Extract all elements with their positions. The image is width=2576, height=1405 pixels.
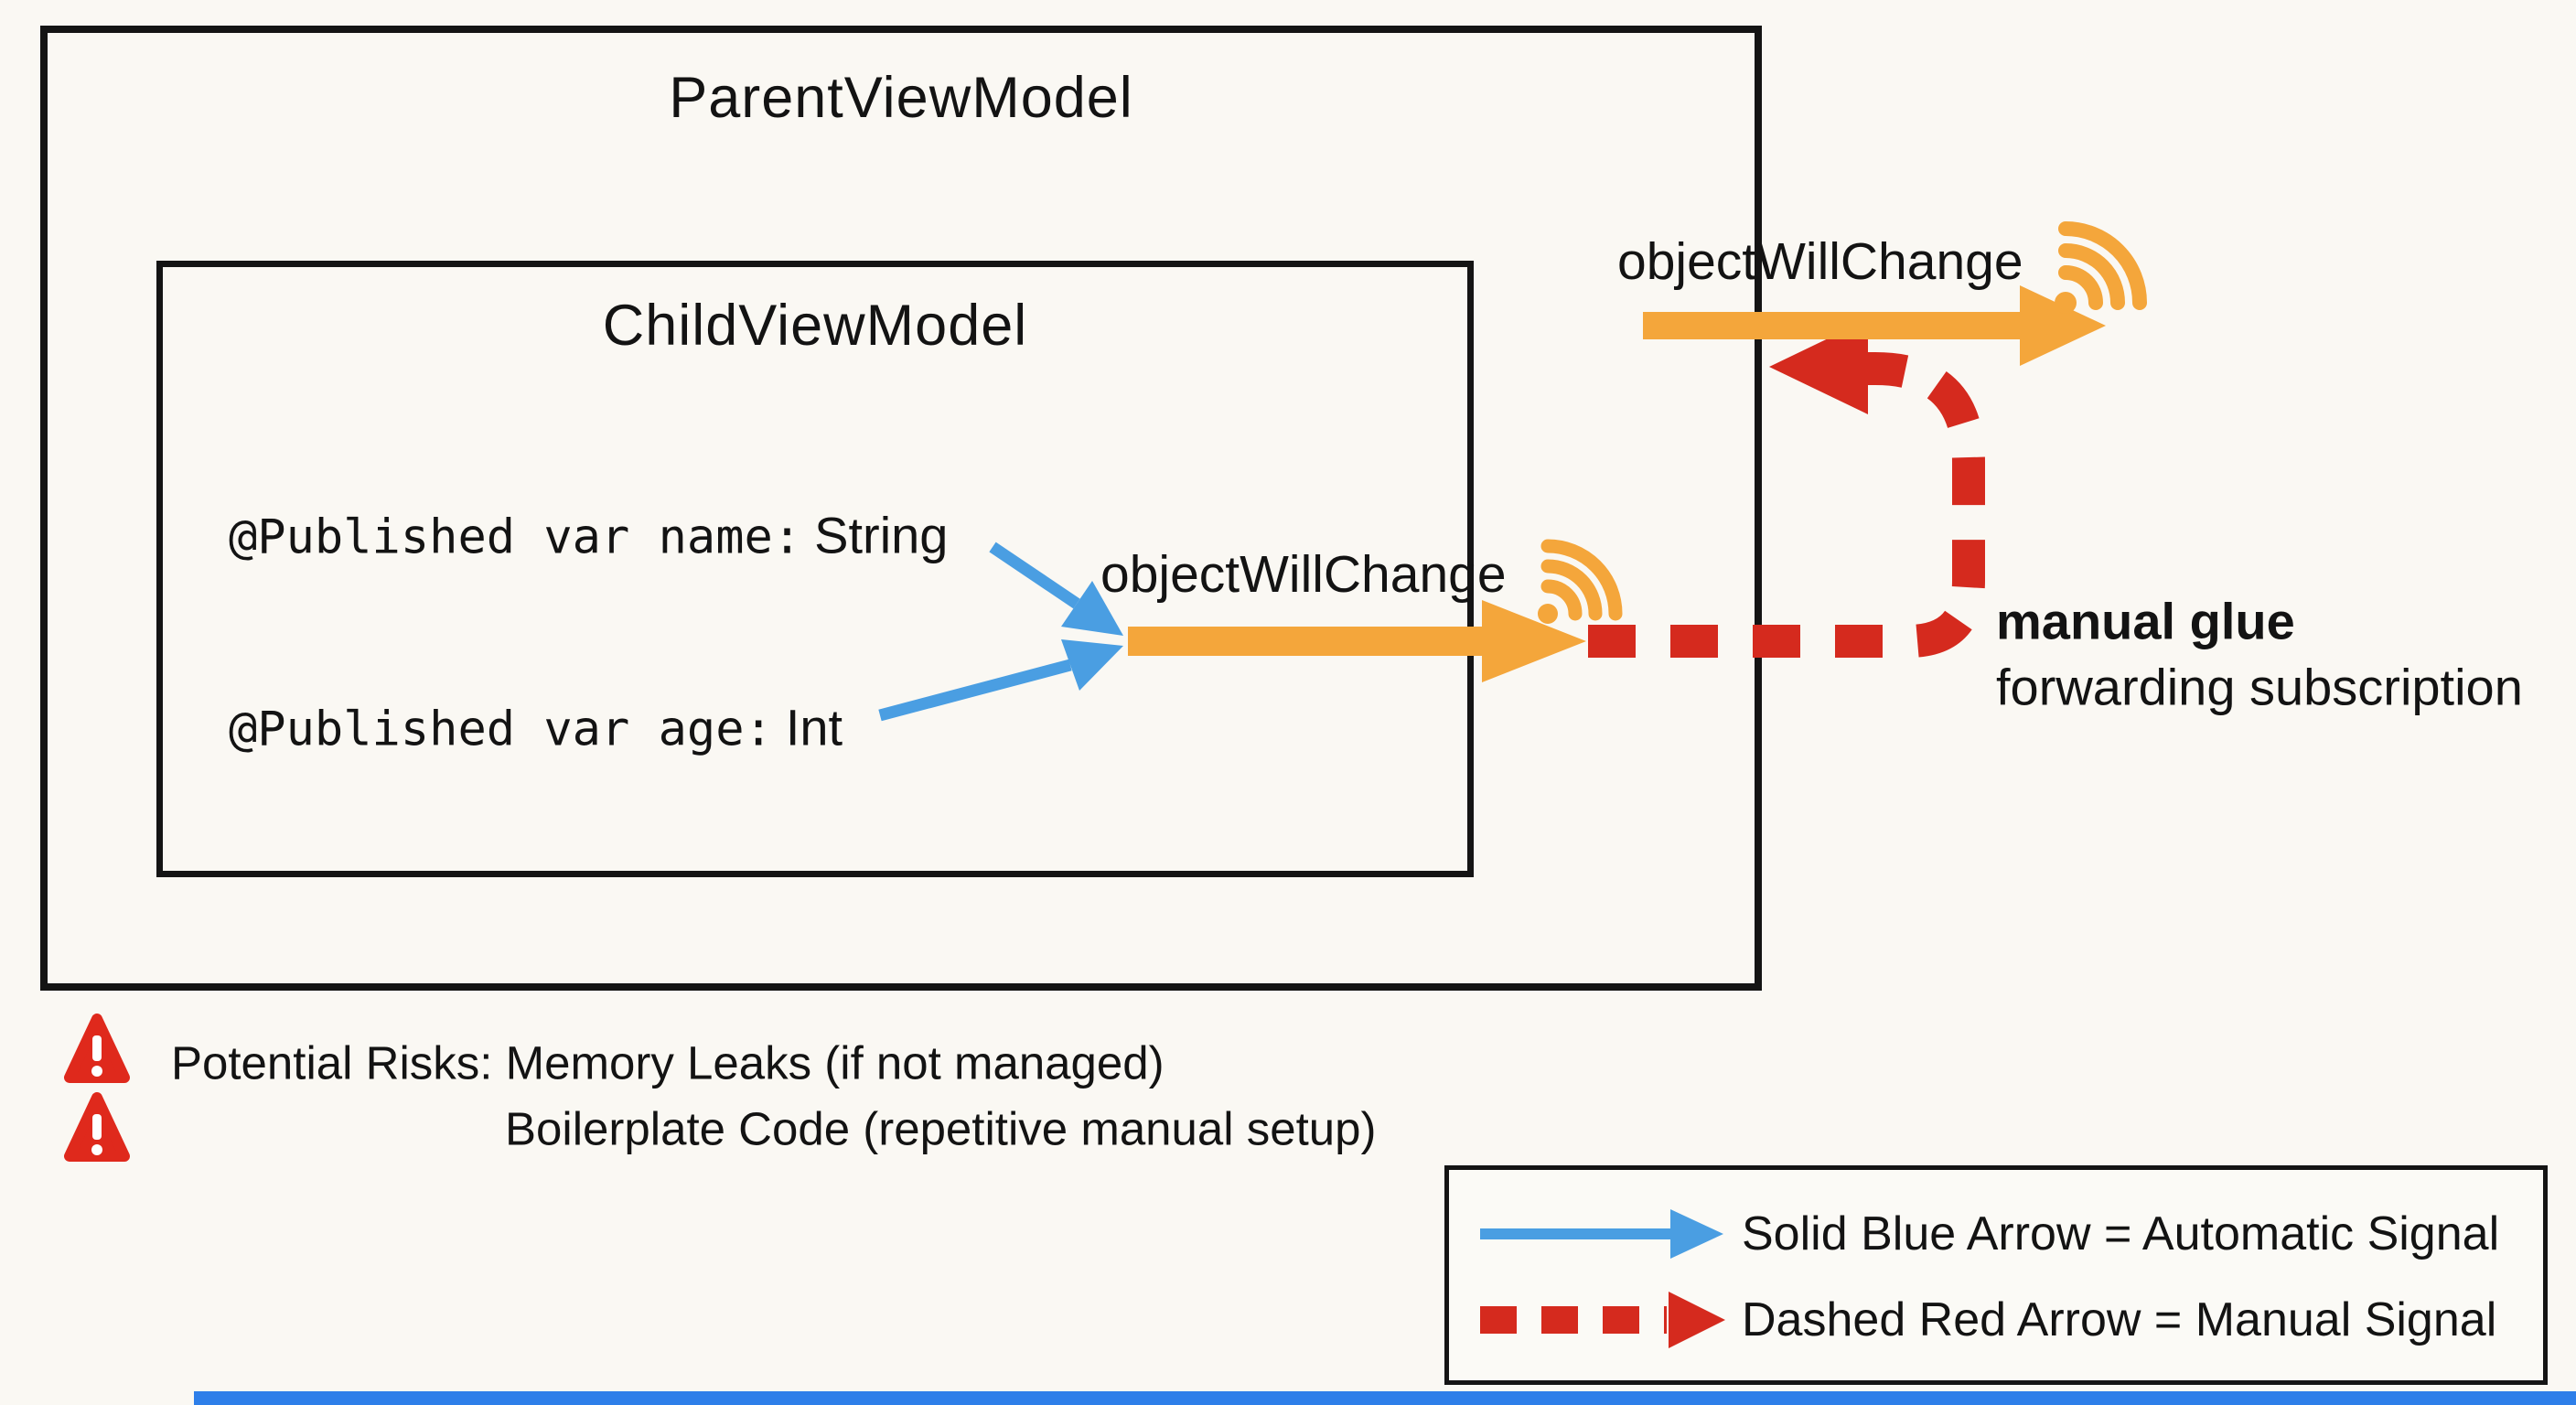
- signal-wave-1: [2058, 265, 2103, 310]
- published-var-name-line: @Published var name:String: [229, 506, 948, 565]
- blue-automatic-arrow-name: [989, 542, 1123, 636]
- child-viewmodel-title: ChildViewModel: [602, 294, 1028, 358]
- warning-exclamation-stem: [92, 1114, 102, 1140]
- auto-arrow-age-shaft: [878, 659, 1072, 722]
- warning-exclamation-dot: [91, 1144, 102, 1155]
- risk-line-boilerplate: Boilerplate Code (repetitive manual setu…: [505, 1102, 1377, 1155]
- published-var-age-line: @Published var age:Int: [229, 698, 843, 757]
- published-var-name-type: String: [814, 506, 949, 564]
- blue-automatic-arrow-age: [878, 639, 1123, 722]
- legend-label-manual-signal: Dashed Red Arrow = Manual Signal: [1742, 1293, 2497, 1346]
- signal-dot: [1538, 604, 1558, 624]
- auto-arrow-name-head: [1061, 581, 1123, 636]
- published-var-age-type: Int: [785, 698, 843, 756]
- red-manual-dashed-arrow: [1588, 319, 1985, 658]
- manual-glue-arrowhead-icon: [1769, 319, 1868, 414]
- child-viewmodel-box: [156, 261, 1474, 877]
- signal-wave-1: [1540, 579, 1583, 621]
- parent-viewmodel-title: ParentViewModel: [669, 66, 1133, 130]
- manual-glue-label: manual glue: [1996, 592, 2295, 650]
- warning-exclamation-stem: [92, 1035, 102, 1061]
- warning-icon: [64, 1092, 130, 1162]
- legend-box: [1444, 1165, 2548, 1385]
- signal-wave-2: [1540, 559, 1603, 621]
- legend-red-dashed-arrow-icon: [1480, 1292, 1725, 1348]
- parent-signal-arrow-shaft: [1643, 312, 2022, 339]
- legend-blue-arrow-icon: [1480, 1209, 1723, 1259]
- published-var-age-code: @Published var age:: [229, 702, 773, 757]
- warning-exclamation-dot: [91, 1066, 102, 1077]
- published-var-name-code: @Published var name:: [229, 509, 802, 565]
- parent-signal-arrow-head: [2020, 285, 2106, 366]
- child-signal-arrow-shaft: [1128, 627, 1485, 656]
- child-signal-arrow-head: [1482, 600, 1586, 682]
- legend-blue-head: [1670, 1209, 1723, 1259]
- forwarding-subscription-label: forwarding subscription: [1996, 658, 2523, 716]
- parent-signal-orange-arrow: [1643, 285, 2106, 366]
- signal-dot: [2055, 292, 2077, 314]
- legend-label-automatic-signal: Solid Blue Arrow = Automatic Signal: [1742, 1207, 2500, 1260]
- auto-arrow-name-shaft: [989, 542, 1080, 609]
- bottom-blue-bar: [194, 1391, 2576, 1405]
- child-objectwillchange-label: objectWillChange: [1100, 545, 1507, 604]
- signal-waves-icon: [1538, 539, 1623, 624]
- signal-waves-icon: [2055, 221, 2147, 314]
- signal-wave-2: [2058, 243, 2125, 310]
- auto-arrow-age-head: [1061, 639, 1123, 691]
- parent-objectwillchange-label: objectWillChange: [1617, 232, 2023, 291]
- manual-glue-dashed-path: [1588, 352, 1985, 658]
- parent-viewmodel-box: [40, 26, 1762, 991]
- risk-line-memory-leaks: Potential Risks: Memory Leaks (if not ma…: [171, 1036, 1165, 1089]
- legend-red-head: [1669, 1292, 1725, 1348]
- child-signal-orange-arrow: [1128, 600, 1586, 682]
- signal-wave-3: [1540, 539, 1623, 621]
- signal-wave-3: [2058, 221, 2147, 310]
- warning-icon: [64, 1014, 130, 1083]
